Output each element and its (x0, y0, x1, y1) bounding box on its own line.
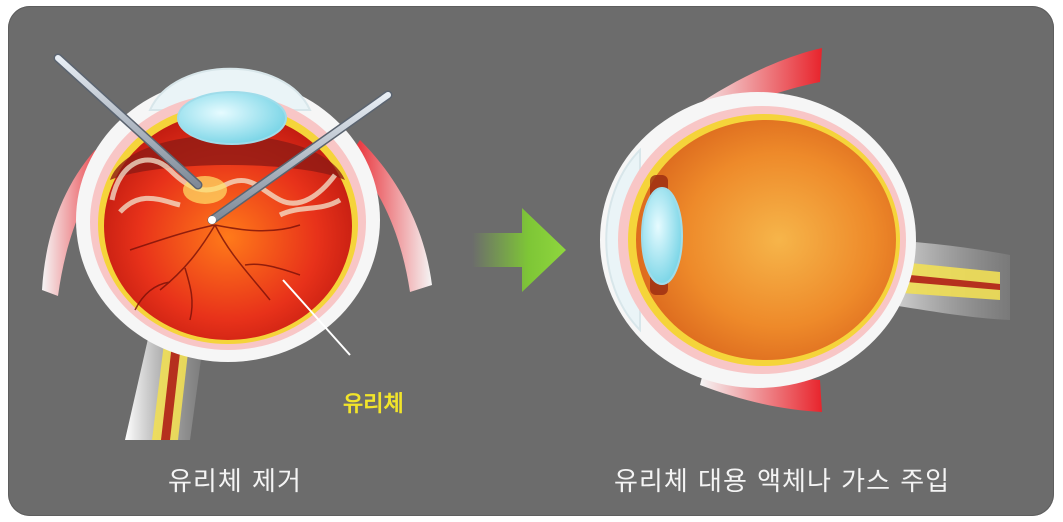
left-caption: 유리체 제거 (168, 461, 302, 498)
right-caption: 유리체 대용 액체나 가스 주입 (614, 461, 950, 498)
lens-right (642, 188, 682, 284)
arrow-right-icon (472, 208, 566, 292)
lens (178, 92, 286, 144)
right-eye-diagram (600, 48, 1010, 412)
left-eye-diagram (42, 58, 432, 440)
vitreous-label: 유리체 (343, 386, 404, 418)
